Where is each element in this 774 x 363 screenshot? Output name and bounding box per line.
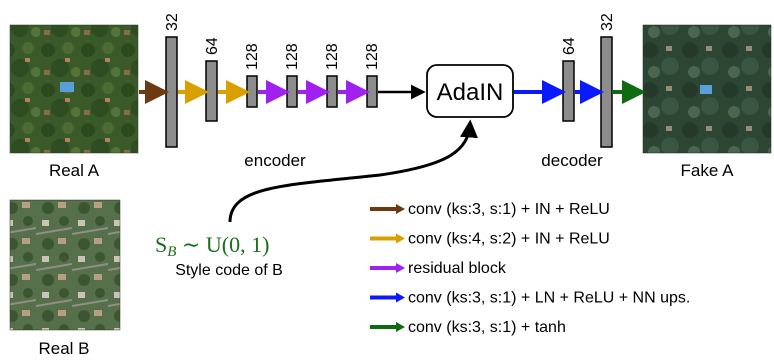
- real-a-image: [9, 24, 139, 154]
- encoder-layer-2: [205, 60, 218, 122]
- legend-arrowhead: [396, 263, 405, 273]
- encoder-layer-3: [246, 75, 258, 108]
- real-a-label: Real A: [49, 161, 100, 180]
- encoder-layer-1: [165, 36, 178, 148]
- decoder-layer-1: [562, 60, 575, 122]
- style-arrow: [228, 119, 478, 223]
- legend: conv (ks:3, s:1) + IN + ReLU conv (ks:4, …: [370, 201, 690, 336]
- legend-item: conv (ks:3, s:1) + tanh: [370, 319, 566, 336]
- legend-arrowhead: [396, 322, 405, 332]
- channels-dec2: 32: [599, 13, 616, 31]
- legend-arrowhead: [396, 292, 405, 303]
- channels-enc1: 32: [164, 13, 181, 31]
- style-formula: SB ∼ U(0, 1): [155, 232, 269, 260]
- fake-a-image: [642, 24, 772, 154]
- channels-enc6: 128: [364, 43, 381, 70]
- legend-arrowhead: [396, 233, 405, 244]
- encoder-layer-6: [366, 75, 378, 108]
- encoder-layer-5: [326, 75, 338, 108]
- legend-item: conv (ks:4, s:2) + IN + ReLU: [370, 231, 610, 248]
- legend-item: conv (ks:3, s:1) + IN + ReLU: [370, 201, 610, 218]
- legend-arrowhead: [396, 204, 405, 214]
- decoder-label: decoder: [541, 151, 603, 170]
- adain-label: AdaIN: [437, 79, 504, 106]
- legend-label: conv (ks:3, s:1) + tanh: [408, 319, 566, 336]
- style-caption: Style code of B: [175, 262, 283, 279]
- legend-label: conv (ks:3, s:1) + LN + ReLU + NN ups.: [408, 290, 690, 307]
- encoder-layer-4: [286, 75, 298, 108]
- real-b-label: Real B: [38, 339, 89, 358]
- adain-box: [426, 64, 514, 118]
- real-b-image: [9, 199, 121, 331]
- legend-item: conv (ks:3, s:1) + LN + ReLU + NN ups.: [370, 290, 690, 307]
- channels-enc5: 128: [324, 43, 341, 70]
- legend-label: conv (ks:4, s:2) + IN + ReLU: [408, 231, 610, 248]
- decoder-layer-2: [600, 36, 613, 148]
- channels-enc4: 128: [284, 43, 301, 70]
- legend-item: residual block: [370, 260, 507, 277]
- channels-enc3: 128: [244, 43, 261, 70]
- channels-enc2: 64: [204, 37, 221, 55]
- encoder-label: encoder: [244, 151, 306, 170]
- legend-label: conv (ks:3, s:1) + IN + ReLU: [408, 201, 610, 218]
- legend-label: residual block: [408, 260, 507, 277]
- channels-dec1: 64: [561, 37, 578, 55]
- fake-a-label: Fake A: [681, 161, 735, 180]
